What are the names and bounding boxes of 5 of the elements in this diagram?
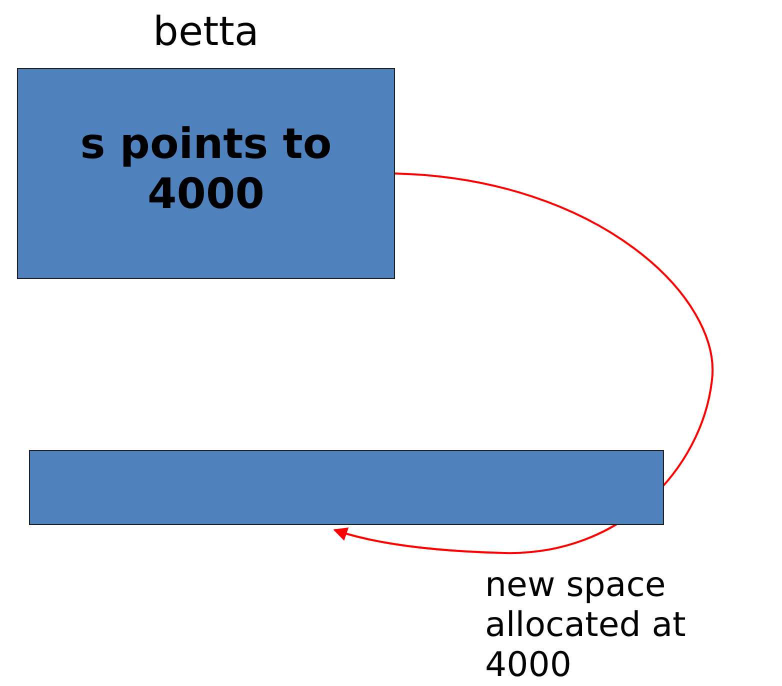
memory-block (29, 450, 664, 525)
variable-name: betta (152, 9, 260, 55)
annotation: new space allocated at 4000 (485, 565, 687, 685)
box-text: s points to 4000 (79, 119, 333, 220)
arrow (333, 172, 713, 554)
